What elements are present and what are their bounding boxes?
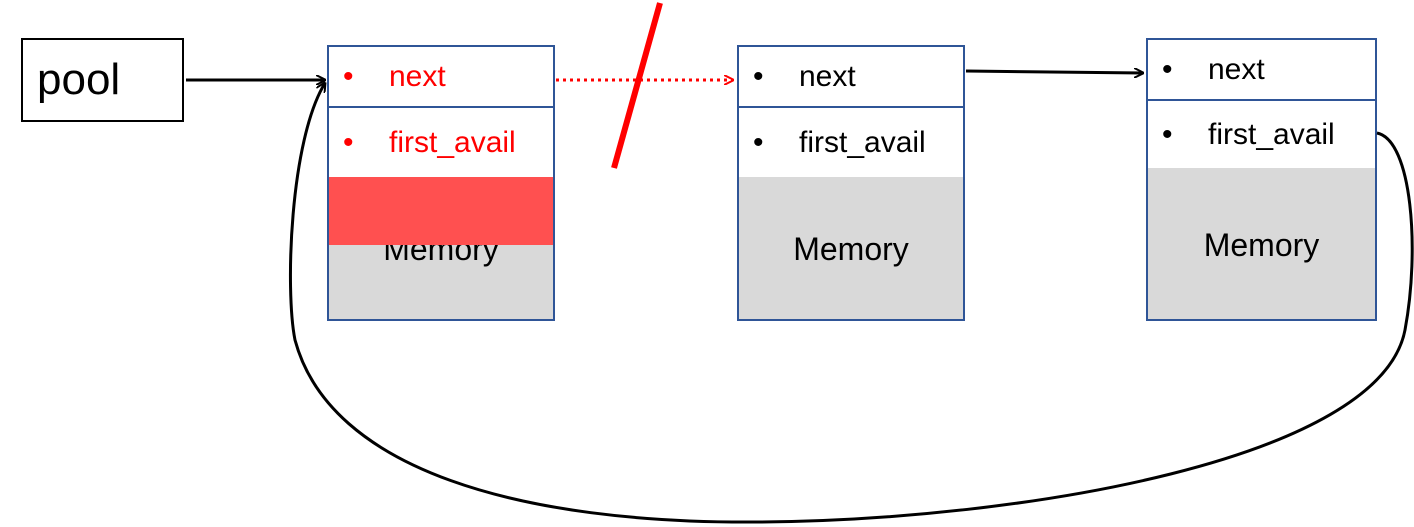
block-1-removed: • next • first_avail Memory [327,45,555,321]
memory-label: Memory [793,231,909,267]
field-next: • next [329,47,553,108]
memory-label: Memory [1203,227,1320,263]
field-first-avail-label: first_avail [389,125,516,159]
strike-mark [611,2,663,169]
field-next: • next [1148,40,1375,101]
pool-box: pool [21,38,184,122]
bullet: • [753,59,764,93]
bullet: • [1162,117,1173,151]
block2-to-block3-arrow [965,71,1143,73]
field-first-avail-label: first_avail [1208,117,1335,151]
removed-overlay [329,177,553,245]
field-first-avail: • first_avail [329,108,553,177]
bullet: • [1162,52,1173,86]
pool-label: pool [37,55,121,104]
field-next-label: next [389,59,446,93]
field-next: • next [739,47,963,108]
block-3: • next • first_avail Memory [1146,38,1377,321]
bullet: • [343,125,354,159]
field-next-label: next [1208,52,1265,86]
field-first-avail: • first_avail [739,108,963,177]
field-next-label: next [799,59,856,93]
block-2: • next • first_avail Memory [737,45,965,321]
field-first-avail: • first_avail [1148,101,1375,168]
bullet: • [753,125,764,159]
field-first-avail-label: first_avail [799,125,926,159]
bullet: • [343,59,354,93]
